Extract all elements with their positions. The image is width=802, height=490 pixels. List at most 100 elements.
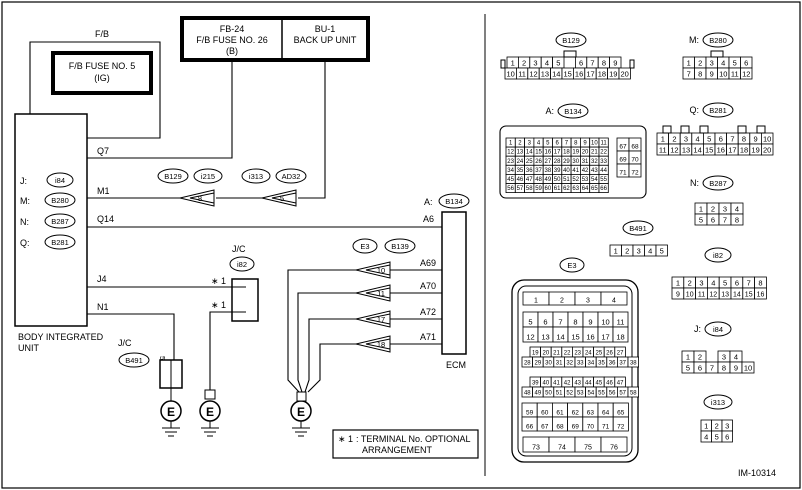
connector-prefix: A: <box>545 106 554 116</box>
bcm-ref-code: B281 <box>51 238 69 247</box>
pin-cell <box>600 291 628 306</box>
pin-number: 62 <box>572 410 580 417</box>
pin-number: 8 <box>722 364 726 373</box>
pin-number: 11 <box>698 292 705 299</box>
pin-number: 14 <box>733 292 741 299</box>
pin-number: 9 <box>734 364 738 373</box>
pin-number: 6 <box>735 279 739 288</box>
pin-number: 32 <box>591 159 598 165</box>
pin-number: 13 <box>721 292 729 299</box>
connector-name-oval <box>555 32 587 48</box>
pin-number: 18 <box>598 70 606 79</box>
pin-number: 40 <box>563 168 570 174</box>
terminal-q14: Q14 <box>97 214 114 224</box>
pin-number: 16 <box>757 292 765 299</box>
pin-number: 11 <box>731 70 739 79</box>
pin-number: 6 <box>744 59 748 68</box>
pin-number: 1 <box>699 205 703 214</box>
svg-text:i215: i215 <box>201 172 215 181</box>
pin-number: 53 <box>582 177 589 183</box>
pin-number: 15 <box>564 70 572 79</box>
pin-number: 55 <box>600 177 607 183</box>
pin-number: 3 <box>723 205 727 214</box>
pin-cell <box>612 416 629 432</box>
note-line1: : TERMINAL No. OPTIONAL <box>356 434 471 444</box>
connector-name-oval <box>704 321 732 337</box>
fuse5-name: F/B FUSE NO. 5 <box>69 61 136 71</box>
e3-outer-shell <box>511 279 639 463</box>
connector-name: B287 <box>709 179 727 188</box>
ecm-box <box>441 211 467 355</box>
pin-number: 68 <box>556 424 564 431</box>
pin-number: 32 <box>566 361 573 367</box>
e3-ref: E3 <box>360 242 369 251</box>
pin-cell <box>598 183 609 194</box>
pin-number: 12 <box>670 146 678 155</box>
pin-number: 36 <box>609 361 616 367</box>
pin-number: 3 <box>710 59 714 68</box>
pin-number: 19 <box>572 150 579 156</box>
pin-number: 5 <box>715 433 719 442</box>
pin-number: 26 <box>606 351 613 357</box>
pin-number: 6 <box>543 318 547 327</box>
pin-number: 60 <box>541 410 549 417</box>
pin-number: 12 <box>507 150 514 156</box>
pin-number: 45 <box>596 381 603 387</box>
jc-b491-conn: B491 <box>125 356 143 365</box>
pin-number: 2 <box>625 247 629 256</box>
connector-name-oval <box>702 102 734 118</box>
pin-number: 70 <box>631 157 639 164</box>
pin-number: 31 <box>556 361 563 367</box>
key-tab <box>563 50 577 58</box>
e3-inner-shell <box>517 285 633 457</box>
pin-number: 47 <box>526 177 533 183</box>
svg-text:18: 18 <box>377 340 385 349</box>
pin-number: 14 <box>556 333 564 342</box>
pin-number: 8 <box>735 216 739 225</box>
pin-cell <box>740 67 753 80</box>
connector-name-oval <box>622 220 654 236</box>
pin-number: 33 <box>600 159 607 165</box>
svg-text:E: E <box>297 405 305 419</box>
pin-number: 19 <box>751 146 759 155</box>
bcm-name-unit: UNIT <box>18 343 39 353</box>
pin-number: 12 <box>529 70 537 79</box>
pin-number: 1 <box>509 141 513 147</box>
note-box <box>332 429 479 459</box>
pin-number: 51 <box>556 391 563 397</box>
pin-number: 35 <box>598 361 605 367</box>
svg-text:17: 17 <box>377 315 385 324</box>
pin-number: 51 <box>563 177 570 183</box>
pin-number: 5 <box>528 318 532 327</box>
fb24-bu1-box <box>180 16 370 62</box>
pin-number: 3 <box>684 135 688 144</box>
pin-number: 5 <box>686 364 690 373</box>
pin-number: 12 <box>709 292 717 299</box>
pin-number: 8 <box>758 279 762 288</box>
pin-number: 67 <box>541 424 549 431</box>
connector-name-oval <box>703 394 733 410</box>
pin-number: 1 <box>686 353 690 362</box>
pin-number: 13 <box>541 70 549 79</box>
b134-shell <box>499 125 647 199</box>
pin-number: 5 <box>723 279 727 288</box>
pin-number: 2 <box>715 422 719 431</box>
pin-number: 7 <box>730 135 734 144</box>
pin-number: 21 <box>553 351 560 357</box>
pin-number: 27 <box>545 159 552 165</box>
pin-number: 9 <box>588 318 592 327</box>
jc-i82-box <box>231 278 259 322</box>
pin-number: 7 <box>710 364 714 373</box>
pin-number: 72 <box>631 170 639 177</box>
pin-number: 63 <box>587 410 595 417</box>
pin-number: 41 <box>553 381 560 387</box>
pin-number: 22 <box>564 351 571 357</box>
connector-name: B491 <box>629 224 647 233</box>
connector-name: i84 <box>713 325 723 334</box>
connector-name-oval <box>702 175 734 191</box>
pin-number: 45 <box>507 177 514 183</box>
pin-number: 75 <box>584 445 592 452</box>
pin-number: 66 <box>526 424 534 431</box>
pin-cell <box>618 67 631 80</box>
